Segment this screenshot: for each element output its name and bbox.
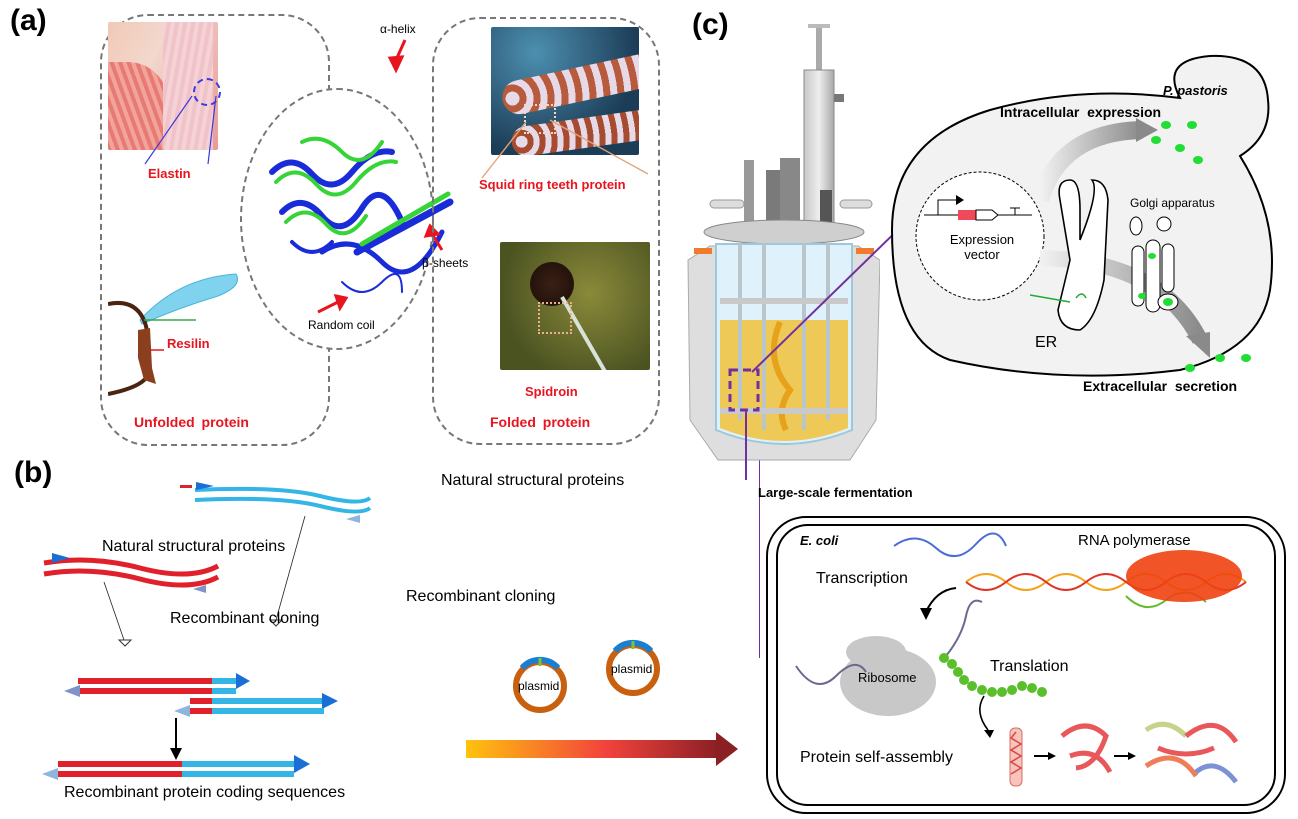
squid-highlight-box [524, 104, 556, 134]
blue-dna-strands [180, 482, 372, 523]
connector-lines [745, 217, 911, 480]
spider-highlight-box [538, 302, 572, 334]
plasmid-ring-1 [513, 656, 567, 713]
recombinant-cloning-right-label: Recombinant cloning [406, 588, 556, 605]
plasmid-ring-2 [606, 639, 660, 696]
natural-proteins-red-label: Natural structural proteins [102, 538, 286, 555]
protein-self-assembly-label: Protein self-assembly [800, 749, 953, 766]
folded-protein-box [432, 17, 660, 445]
ribosome-label: Ribosome [858, 670, 917, 685]
spidroin-label: Spidroin [525, 384, 578, 399]
unfolded-protein-title: Unfolded protein [134, 414, 249, 430]
pastoris-organism-label: P. pastoris [1163, 83, 1228, 98]
golgi-label: Golgi apparatus [1130, 196, 1215, 210]
elastin-pointer-lines [144, 95, 217, 165]
panel-b-label: (b) [14, 456, 53, 489]
coding-sequences-label: Recombinant protein coding sequences [64, 784, 346, 801]
spider-image [500, 242, 650, 370]
resilin-label: Resilin [167, 336, 210, 351]
red-dna-strands [43, 553, 220, 593]
extracellular-secretion-label: Extracellular secretion [1083, 378, 1238, 394]
ecoli-organism-label: E. coli [800, 533, 839, 548]
er-label: ER [1035, 334, 1058, 351]
panel-c-label: (c) [692, 8, 729, 41]
squid-pointer-lines [481, 119, 649, 179]
intracellular-expression-label: Intracellular expression [1000, 104, 1162, 120]
process-arrow [466, 732, 738, 766]
plasmid-label-1: plasmid [518, 679, 560, 693]
rna-polymerase-label: RNA polymerase [1078, 532, 1191, 549]
recombinant-cloning-left-label: Recombinant cloning [170, 610, 320, 627]
folded-protein-title: Folded protein [490, 414, 591, 430]
panel-a-label: (a) [10, 4, 47, 37]
ecoli-cell-outer [766, 516, 1286, 814]
elastin-label: Elastin [148, 166, 191, 181]
plasmid-label-2: plasmid [611, 662, 653, 676]
cloning-diagram [42, 458, 760, 780]
fermentation-label: Large-scale fermentation [758, 485, 913, 500]
random-coil-annotation: Random coil [308, 318, 375, 332]
ecoli-process-graphics [795, 532, 1247, 787]
pastoris-cell [890, 54, 1273, 377]
translation-label: Translation [990, 658, 1069, 675]
transcription-label: Transcription [816, 570, 908, 587]
elastin-highlight-circle [193, 78, 221, 106]
rna-polymerase-blob [1126, 550, 1242, 602]
bioreactor-illustration [687, 24, 880, 461]
natural-proteins-blue-label: Natural structural proteins [441, 472, 625, 489]
resilin-image [108, 273, 238, 396]
expression-vector-label: Expression vector [949, 232, 1015, 262]
alpha-helix-annotation: α-helix [380, 22, 416, 36]
squid-image [491, 27, 639, 155]
ecoli-cell-inner [776, 524, 1276, 806]
squid-ring-teeth-label: Squid ring teeth protein [479, 177, 626, 192]
